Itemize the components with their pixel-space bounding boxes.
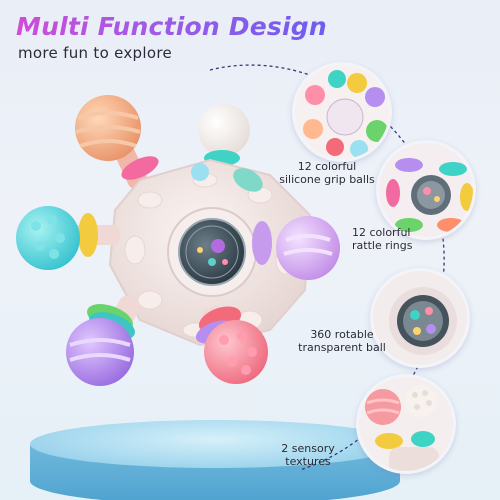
sensory-textures-caption-line2: textures [285,455,331,468]
grip-balls-closeup-icon [295,65,389,159]
rattle-rings-closeup-icon [379,143,473,237]
transparent-ball-caption-line1: 360 rotable [310,328,374,341]
transparent-ball-closeup-icon [373,271,467,365]
headline: Multi Function Design [16,12,327,41]
transparent-ball-callout [370,268,470,368]
sensory-textures-closeup-icon [359,377,453,471]
subheadline: more fun to explore [18,44,172,62]
grip-balls-caption-line2: silicone grip balls [279,173,375,186]
rattle-rings-caption: 12 colorful rattle rings [352,226,462,252]
grip-balls-callout [292,62,392,162]
transparent-ball-caption: 360 rotable transparent ball [292,328,392,354]
sensory-textures-callout [356,374,456,474]
sensory-textures-caption: 2 sensory textures [268,442,348,468]
grip-balls-caption-line1: 12 colorful [297,160,357,173]
sensory-textures-caption-line1: 2 sensory [281,442,335,455]
rattle-rings-caption-line2: rattle rings [352,239,413,252]
rattle-rings-caption-line1: 12 colorful [352,226,411,239]
grip-balls-caption: 12 colorful silicone grip balls [262,160,392,186]
transparent-ball-caption-line2: transparent ball [298,341,386,354]
rattle-rings-callout [376,140,476,240]
